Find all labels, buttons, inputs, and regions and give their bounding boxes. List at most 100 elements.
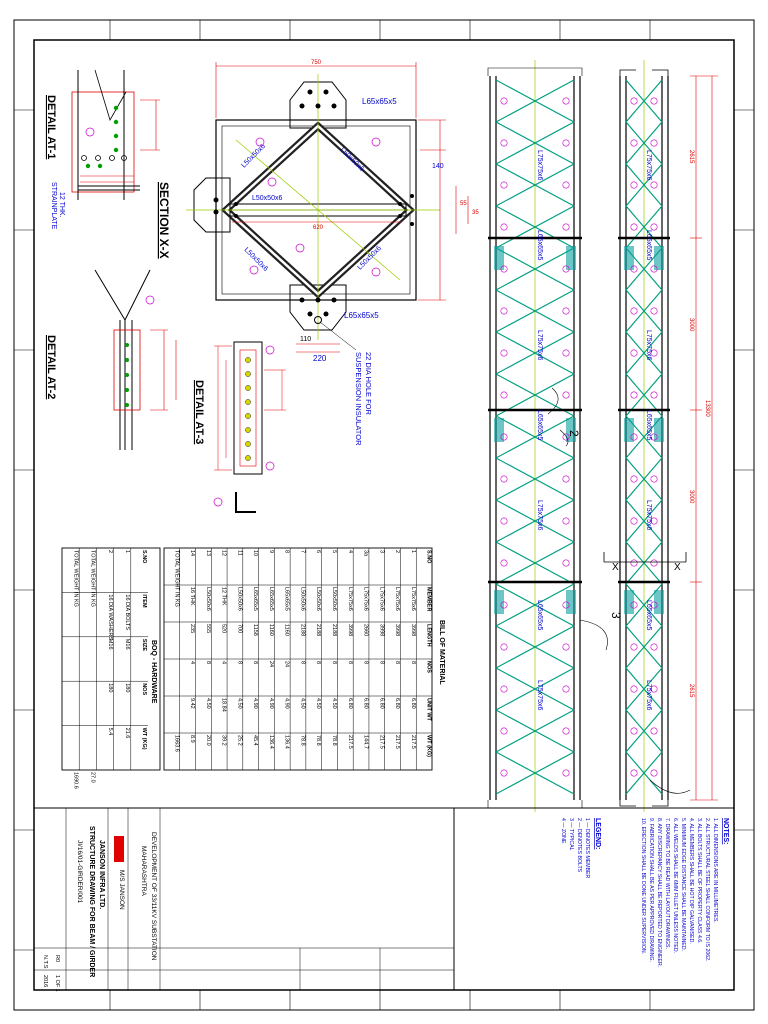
member-bubble xyxy=(630,433,638,441)
member-bubble xyxy=(630,643,638,651)
member-bubble xyxy=(630,97,638,105)
splice-plate xyxy=(624,246,634,270)
splice-plate xyxy=(654,418,664,442)
table-cell: 6.80 xyxy=(363,698,369,709)
member-bubble xyxy=(562,643,570,651)
table-cell: 136.4 xyxy=(284,735,290,749)
lacing-diagonal xyxy=(495,499,575,543)
table-cell: M16 xyxy=(107,639,113,650)
note-line: 2. ALL STRUCTURAL STEEL SHALL CONFORM TO… xyxy=(704,818,710,961)
detail-at1: DETAIL AT-1 12 THK. STRAINPLATE xyxy=(45,69,160,230)
table-cell: 8 xyxy=(205,661,211,664)
table-cell: 2188 xyxy=(331,624,337,636)
lacing-label: L75x75x6 xyxy=(645,150,652,180)
lacing-diagonal xyxy=(625,205,663,249)
detail-at2-title: DETAIL AT-2 xyxy=(45,335,57,399)
table-cell: 2 xyxy=(107,550,113,553)
member-bubble xyxy=(650,727,658,735)
member-bubble xyxy=(500,391,508,399)
table-cell: TOTAL WEIGHT IN KG xyxy=(90,550,96,607)
zone-ticks xyxy=(14,20,754,1010)
table-cell: TOTAL WEIGHT IN KG xyxy=(173,550,179,607)
label-angle-bottom: L65x65x5 xyxy=(344,311,379,320)
member-bubble xyxy=(500,349,508,357)
table-cell: 39.2 xyxy=(221,735,227,746)
table-cell: 3 xyxy=(378,550,384,553)
dim-len-a: 2615 xyxy=(688,150,694,164)
tb-contractor: JANSON INFRA LTD. xyxy=(98,840,105,909)
table-cell: 217.5 xyxy=(347,735,353,749)
lacing-diagonal xyxy=(495,247,575,291)
company-logo xyxy=(114,836,124,862)
table-cell: 24 xyxy=(284,661,290,667)
lacing-diagonal xyxy=(495,667,575,711)
splice-plate xyxy=(566,418,576,442)
table-cell: 235 xyxy=(189,624,195,633)
member-bubble xyxy=(650,139,658,147)
lacing-diagonal xyxy=(495,457,575,501)
table-header-cell: S.NO xyxy=(141,550,147,564)
splice-plate xyxy=(494,418,504,442)
dim-140: 140 xyxy=(432,163,444,170)
member-bubble xyxy=(500,265,508,273)
member-bubble xyxy=(650,769,658,777)
table-cell: 180 xyxy=(107,683,113,692)
table-cell: 10 xyxy=(252,550,258,556)
table-header-cell: ITEM xyxy=(141,594,147,608)
lacing-diagonal xyxy=(495,625,575,669)
table-cell: L50x50x6 xyxy=(331,587,337,611)
table-cell: 1690.6 xyxy=(72,772,78,789)
member-bubble xyxy=(562,349,570,357)
lacing-diagonal xyxy=(625,121,663,165)
section-bottom-plate xyxy=(289,284,347,331)
table-cell: 4.50 xyxy=(205,698,211,709)
lacing-label: L75x75x6 xyxy=(536,500,543,530)
table-cell: 8 xyxy=(410,661,416,664)
label-diag: L50x50x6 xyxy=(252,195,282,202)
table-cell: 16 DIA BOLTS xyxy=(124,594,130,630)
member-bubble xyxy=(500,601,508,609)
table-header-cell: UNIT WT xyxy=(426,698,432,722)
table-cell: 217.5 xyxy=(410,735,416,749)
tb-client: MAHARASHTRA xyxy=(140,846,147,897)
member-bubble xyxy=(500,769,508,777)
outer-border xyxy=(13,19,755,1011)
chord-label: L65x65x5 xyxy=(536,230,543,260)
table-cell: 4 xyxy=(189,661,195,664)
label-angle-top: L65x65x5 xyxy=(362,97,397,106)
table-cell: 217.5 xyxy=(394,735,400,749)
legend-line: 3 — TYPICAL xyxy=(568,818,574,851)
table-cell: 9 xyxy=(268,550,274,553)
table-cell: 2 xyxy=(394,550,400,553)
table-cell: 1160 xyxy=(284,624,290,636)
member-bubble xyxy=(630,559,638,567)
table-cell: 5.4 xyxy=(107,728,113,736)
member-bubble xyxy=(562,475,570,483)
splice-plate xyxy=(654,590,664,614)
bom-title: BILL OF MATERIAL xyxy=(438,620,445,685)
table-cell: 5 xyxy=(331,550,337,553)
dim-35: 35 xyxy=(472,210,479,216)
member-bubble xyxy=(650,643,658,651)
tb-scale: N.T.S xyxy=(42,955,48,969)
table-header-cell: NOS xyxy=(141,683,147,695)
member-bubble xyxy=(500,685,508,693)
lacing-diagonal xyxy=(495,79,575,123)
member-bubble xyxy=(630,181,638,189)
member-bubble xyxy=(630,265,638,273)
hole-note-2: SUSPENSION INSULATOR xyxy=(354,352,363,446)
table-cell: 3a xyxy=(363,550,369,557)
lacing-label: L75x75x6 xyxy=(536,680,543,710)
member-bubble xyxy=(562,97,570,105)
table-cell: L65x65x5 xyxy=(268,587,274,611)
table-cell: 8 xyxy=(363,661,369,664)
chord-label: L65x65x5 xyxy=(645,600,652,630)
table-cell: 6.80 xyxy=(347,698,353,709)
dim-750: 750 xyxy=(311,60,322,66)
member-bubble xyxy=(650,223,658,231)
girder-elevation-2: L75x75x6L75x75x6L75x75x6L75x75x6L65x65x5… xyxy=(603,60,718,812)
table-cell: 700 xyxy=(236,624,242,633)
table-cell: TOTAL WEIGHT IN KG xyxy=(72,550,78,607)
note-line: 5. MINIMUM EDGE DISTANCE SHALL BE MAINTA… xyxy=(680,818,686,951)
